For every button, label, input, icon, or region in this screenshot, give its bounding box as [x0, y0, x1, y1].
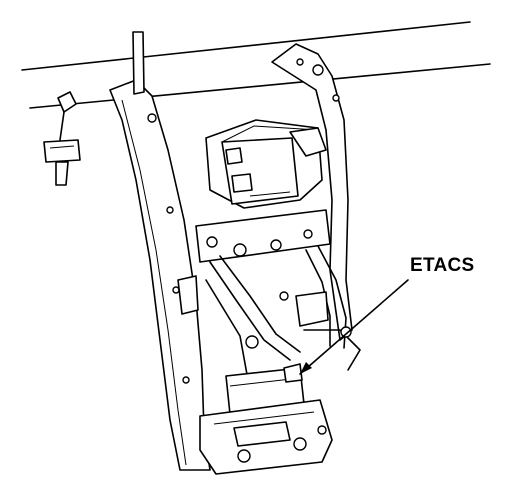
a-pillar-bracket	[109, 31, 211, 471]
etacs-label: ETACS	[410, 255, 475, 276]
etacs-leader	[299, 279, 409, 375]
antenna-rod	[132, 31, 145, 95]
bottom-mount	[199, 399, 333, 475]
dash-line-lower	[29, 63, 491, 109]
side-connector	[43, 91, 81, 186]
right-bracket-plate	[271, 43, 353, 341]
upper-module	[205, 119, 327, 209]
dash-line-upper	[21, 21, 471, 71]
etacs-unit	[225, 363, 305, 415]
lower-frame	[205, 245, 361, 381]
dash-reference-lines	[21, 21, 491, 109]
cross-member	[195, 209, 331, 263]
